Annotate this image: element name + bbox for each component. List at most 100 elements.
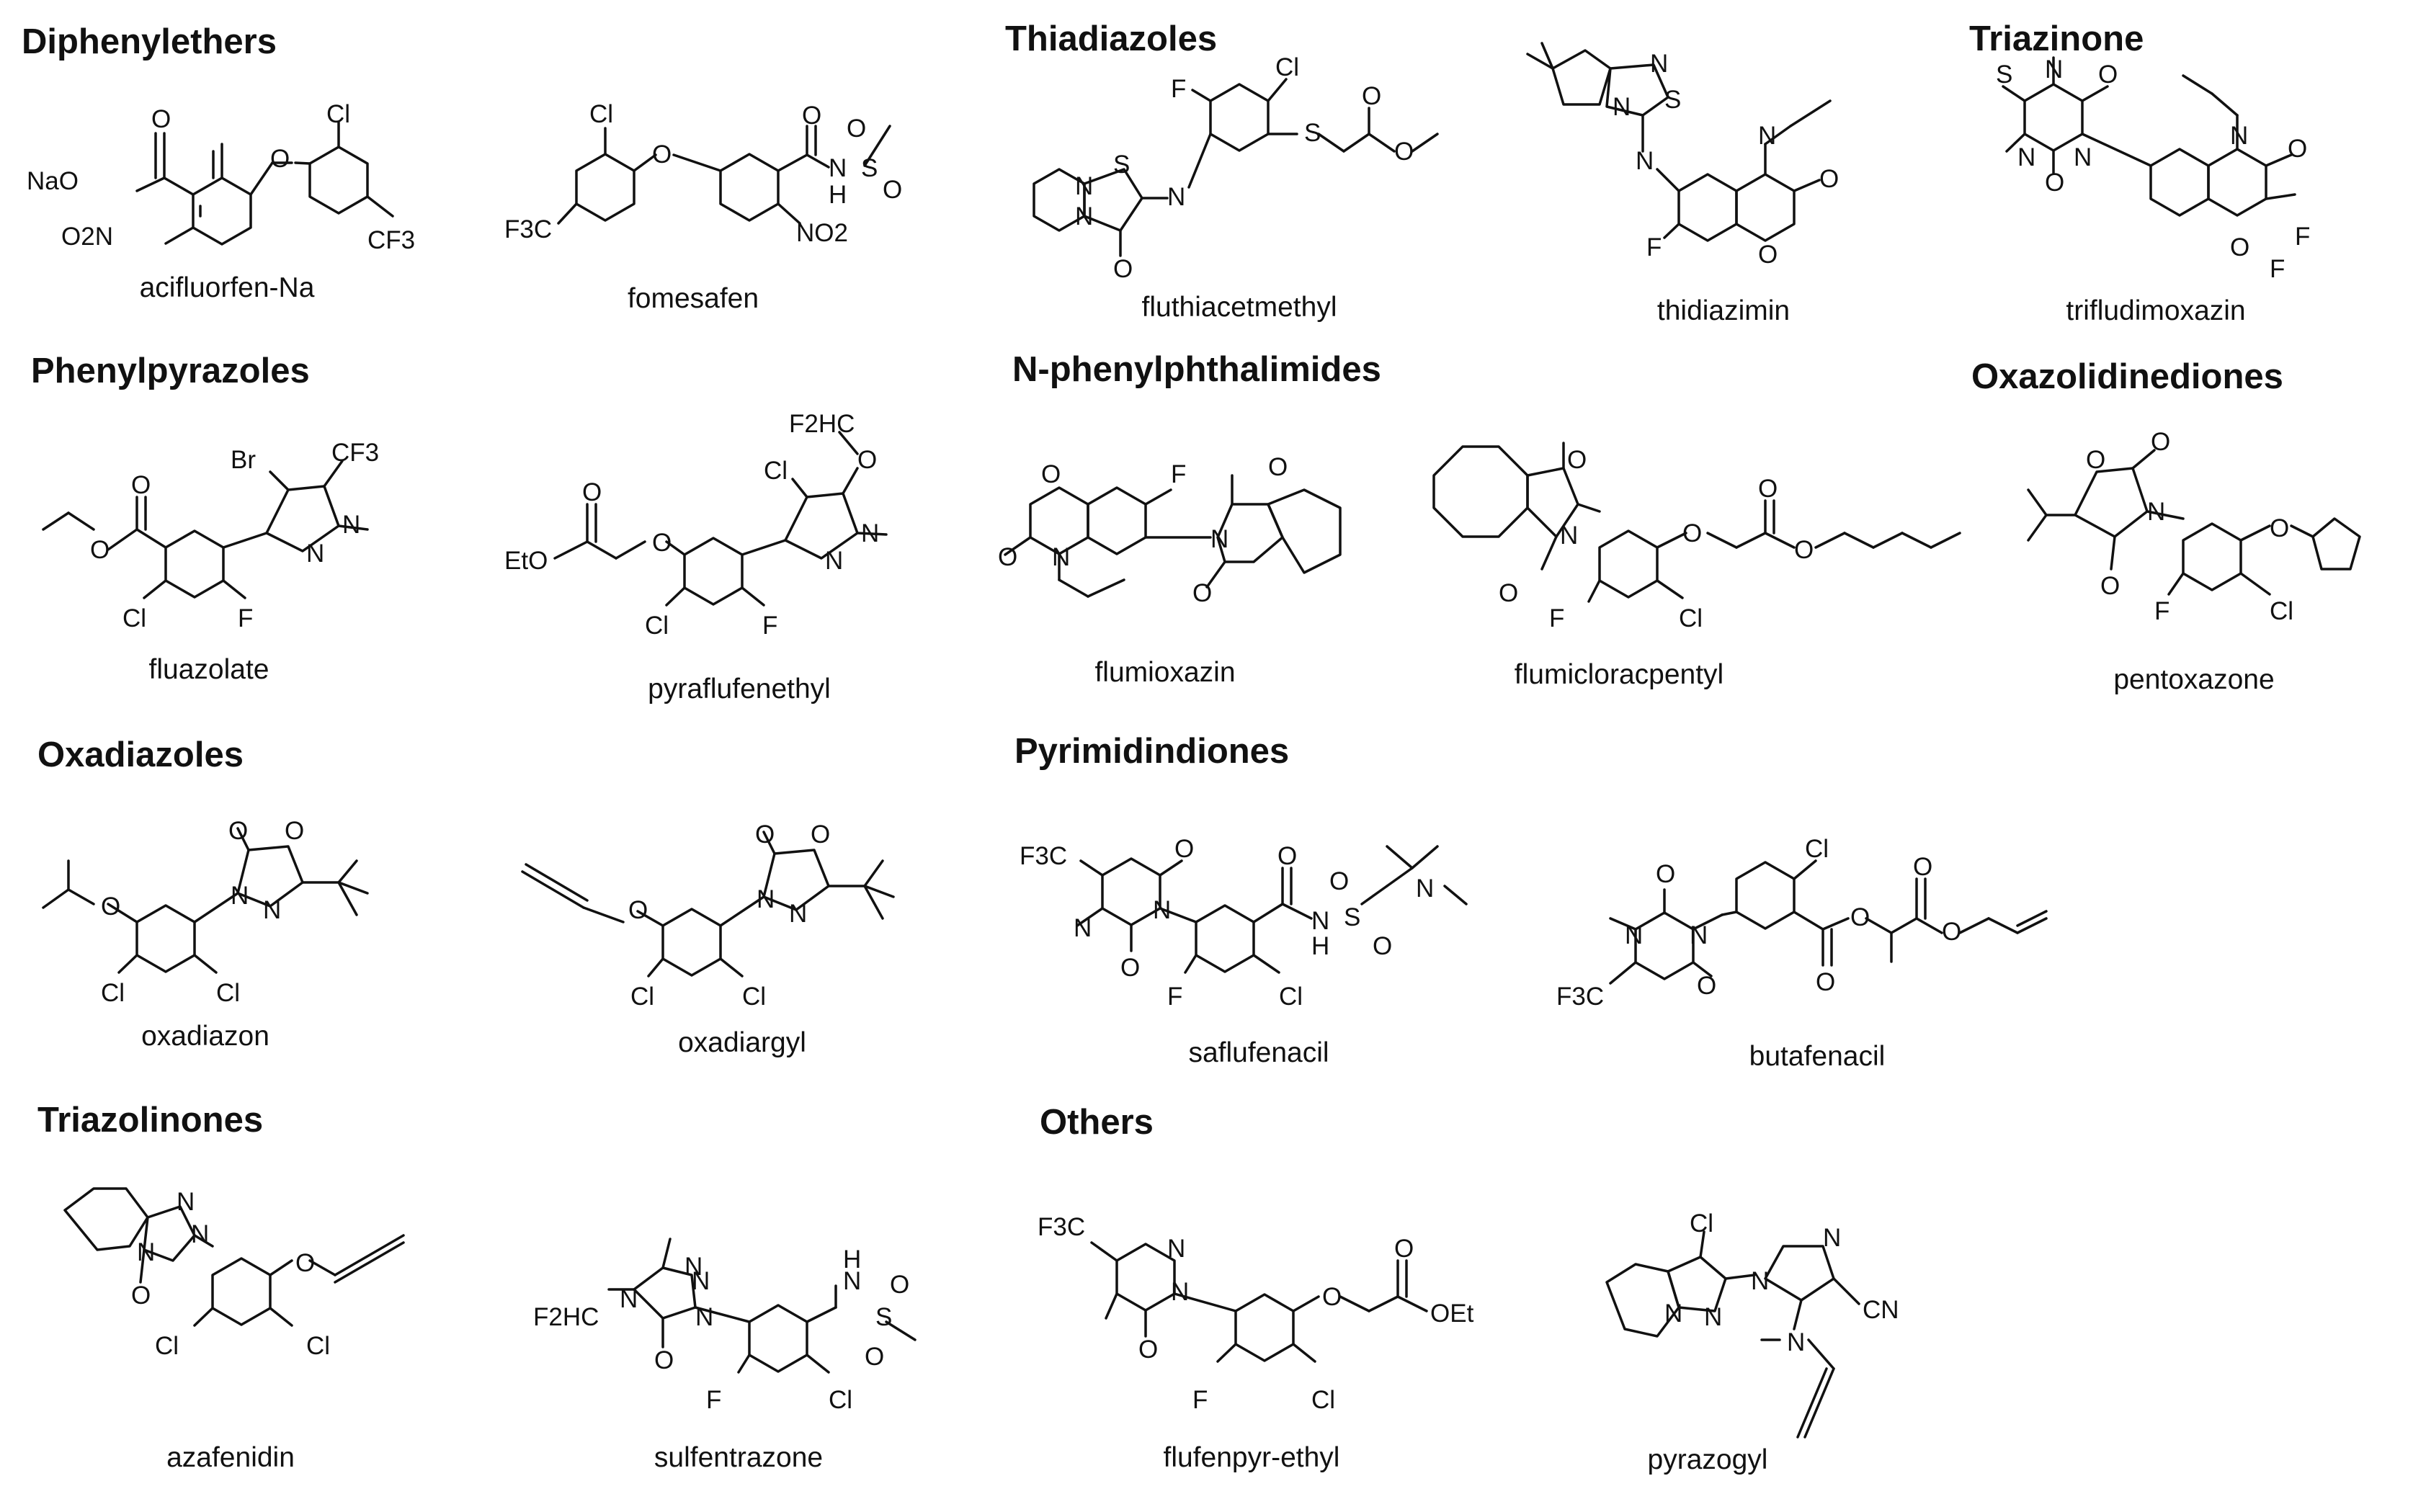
atom-label: N [1311,907,1329,935]
atom-label: O [1120,954,1140,982]
atom-label: S [1304,119,1321,147]
atom-label: O [1373,932,1392,960]
atom-label: O [101,893,120,921]
atom-label: O [1362,82,1381,110]
atom-label: O [652,529,672,557]
atom-label: S [875,1303,892,1331]
atom-label: O [628,896,648,924]
atom-label: O [2086,446,2105,474]
atom-label: O [295,1249,315,1277]
structure-flumioxazin [1004,474,1342,598]
name-butafenacil: butafenacil [1749,1041,1886,1072]
name-oxadiargyl: oxadiargyl [678,1027,806,1058]
heading-oxazolidinediones: Oxazolidinediones [1971,357,2283,396]
structure-acifluorfen-na [135,121,394,246]
atom-label: F3C [1556,983,1604,1011]
atom-label: F [706,1386,721,1414]
atom-label: N [1210,525,1228,553]
atom-label: O [1682,519,1702,547]
atom-label: O [1794,536,1814,564]
atom-label: F3C [1020,842,1067,870]
atom-label: S [1996,61,2012,89]
atom-label: Cl [1279,983,1303,1011]
atom-label: S [1664,86,1681,114]
structure-pentoxazone [2027,449,2361,596]
atom-label: O [151,105,171,133]
atom-label: O [1192,579,1212,607]
name-fluthiacetmethyl: fluthiacetmethyl [1141,292,1337,323]
atom-label: Cl [101,979,125,1007]
name-sulfentrazone: sulfentrazone [654,1442,824,1473]
atom-label: F [1171,460,1186,488]
atom-label: O [1816,968,1835,996]
atom-label: Cl [1690,1209,1713,1238]
heading-oxadiazoles: Oxadiazoles [37,735,244,774]
atom-label: O [1394,1235,1414,1263]
atom-label: O [1394,138,1414,166]
atom-label: O [1174,835,1194,863]
atom-label: F3C [1038,1213,1085,1241]
atom-label: O [1656,860,1675,888]
atom-label: F [2270,255,2285,283]
atom-label: N [1664,1299,1682,1328]
atom-label: N [757,885,775,913]
atom-label: O [1819,165,1839,193]
atom-label: CN [1863,1296,1899,1324]
atom-label: N [1650,50,1668,78]
name-trifludimoxazin: trifludimoxazin [2066,295,2246,326]
atom-label: Cl [155,1332,179,1360]
atom-label: N [1787,1328,1805,1356]
atom-label: Cl [630,983,654,1011]
name-pyrazogyl: pyrazogyl [1647,1444,1768,1475]
name-flumicloracpentyl: flumicloracpentyl [1514,659,1724,690]
atom-label: N [1171,1278,1189,1306]
name-saflufenacil: saflufenacil [1188,1037,1329,1068]
heading-others: Others [1040,1103,1154,1142]
name-fomesafen: fomesafen [627,283,759,314]
atom-label: H [843,1245,861,1274]
structure-sulfentrazone [607,1238,917,1374]
atom-label: N [692,1267,710,1295]
atom-label: F [2154,597,2169,625]
atom-label: N [1636,147,1654,175]
structure-flumicloracpentyl [1432,442,1961,603]
atom-label: O [1567,446,1587,474]
atom-label: CF3 [367,226,415,254]
atom-label: O [285,817,304,845]
structure-saflufenacil [1076,845,1468,974]
atom-label: Cl [1805,835,1829,863]
atom-label: O [1499,579,1518,607]
atom-label: O [652,140,672,169]
atom-label: Br [231,446,256,474]
atom-label: Cl [589,100,613,128]
atom-label: Cl [742,983,766,1011]
atom-label: F2HC [533,1303,599,1331]
atom-label: O [1913,853,1932,881]
atom-label: Cl [1679,604,1703,632]
atom-label: CF3 [331,439,379,467]
atom-label: O [1329,867,1349,895]
atom-label: Cl [645,612,669,640]
atom-label: O2N [61,223,113,251]
atom-label: O [582,478,602,506]
structure-butafenacil [1609,859,2048,985]
atom-label: O [1322,1283,1342,1311]
atom-label: O [654,1346,674,1374]
atom-label: O [1942,918,1961,946]
atom-label: O [857,446,877,474]
structure-flufenpyr-ethyl [1090,1241,1428,1363]
atom-label: NO2 [796,219,848,247]
atom-label: Cl [216,979,240,1007]
structure-oxadiazon [42,827,369,974]
atom-label: O [1268,453,1288,481]
atom-label: N [843,1267,861,1295]
structure-fluthiacetmethyl [1033,78,1439,257]
atom-label: N [2074,143,2092,171]
atom-label: N [177,1188,195,1216]
atom-label: O [131,471,151,499]
atom-label: S [1113,151,1130,179]
heading-n-phenylphthalimides: N-phenylphthalimides [1012,350,1381,389]
atom-label: Cl [306,1332,330,1360]
structure-oxadiargyl [521,831,895,978]
